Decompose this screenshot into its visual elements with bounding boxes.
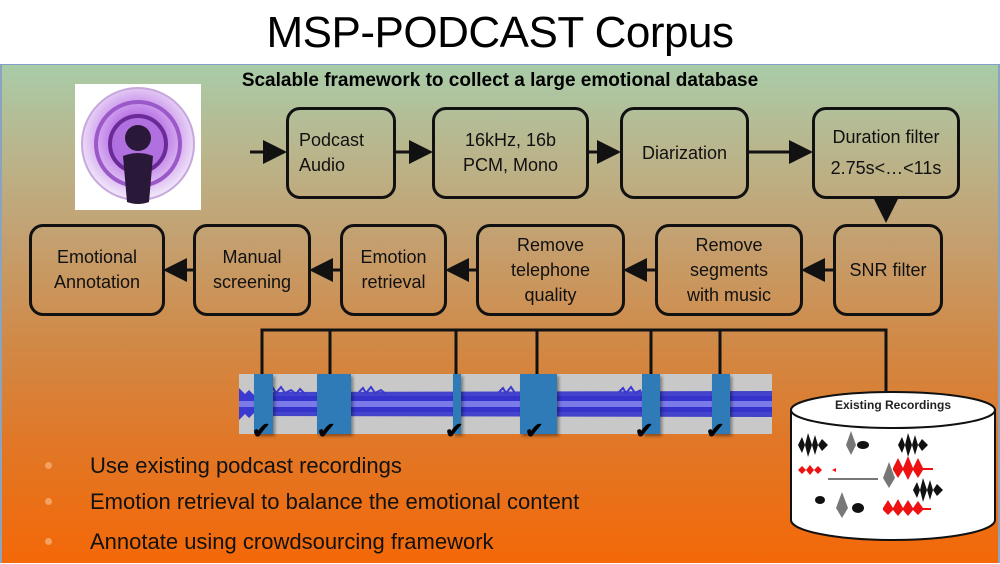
step-label: Diarization [641, 142, 728, 163]
step-label: Duration filter [832, 127, 940, 147]
segment-1 [254, 374, 273, 434]
bullet-dot [45, 462, 52, 469]
step-label: Remove [516, 234, 584, 255]
podcast-logo [75, 84, 201, 210]
check-icon: ✔ [317, 418, 336, 443]
segment-3 [453, 374, 461, 434]
step-label: Emotional [56, 247, 138, 267]
step-snr-filter: SNR filter [833, 224, 943, 316]
bullet-dot [45, 538, 52, 545]
segment-2 [317, 374, 351, 434]
bullet-item: Annotate using crowdsourcing framework [40, 528, 579, 564]
step-label: 2.75s<…<11s [830, 158, 942, 178]
bullet-text: Use existing podcast recordings [90, 453, 402, 478]
step-label: telephone [510, 259, 591, 280]
existing-recordings-database [788, 390, 998, 550]
step-emotion-retrieval: Emotion retrieval [340, 224, 447, 316]
step-label: Manual [222, 247, 282, 267]
step-label: Annotation [53, 272, 141, 292]
step-manual-screening: Manual screening [193, 224, 311, 316]
step-duration-filter: Duration filter 2.75s<…<11s [812, 107, 960, 199]
bullet-list: Use existing podcast recordings Emotion … [40, 452, 579, 564]
step-label: Audio [299, 155, 346, 175]
step-label: Emotion [360, 247, 427, 267]
podcast-icon [81, 87, 195, 204]
segment-4 [520, 374, 557, 434]
bullet-item: Emotion retrieval to balance the emotion… [40, 488, 579, 524]
database-icon [790, 391, 996, 541]
segment-5 [642, 374, 660, 434]
bullet-text: Emotion retrieval to balance the emotion… [90, 489, 580, 514]
database-label: Existing Recordings [834, 398, 952, 412]
step-label: Podcast [299, 130, 365, 150]
check-icon: ✔ [706, 418, 725, 443]
bullet-item: Use existing podcast recordings [40, 452, 579, 488]
slide-title: MSP-PODCAST Corpus [266, 8, 734, 57]
step-diarization: Diarization [620, 107, 749, 199]
step-label: PCM, Mono [462, 155, 559, 175]
step-label: segments [689, 259, 769, 280]
check-icon: ✔ [445, 418, 464, 443]
step-label: 16kHz, 16b [464, 130, 557, 150]
check-icon: ✔ [635, 418, 654, 443]
step-label: screening [212, 272, 292, 292]
bullet-dot [45, 498, 52, 505]
segment-6 [712, 374, 730, 434]
check-icon: ✔ [252, 418, 271, 443]
step-label: Remove [695, 234, 763, 255]
check-icon: ✔ [525, 418, 544, 443]
subtitle: Scalable framework to collect a large em… [241, 70, 759, 91]
step-label: retrieval [361, 272, 426, 292]
step-remove-telephone: Remove telephone quality [476, 224, 625, 316]
step-remove-music: Remove segments with music [655, 224, 803, 316]
step-label: SNR filter [849, 259, 927, 280]
bullet-text: Annotate using crowdsourcing framework [90, 529, 494, 554]
step-label: quality [524, 284, 577, 305]
step-label: with music [686, 284, 771, 305]
